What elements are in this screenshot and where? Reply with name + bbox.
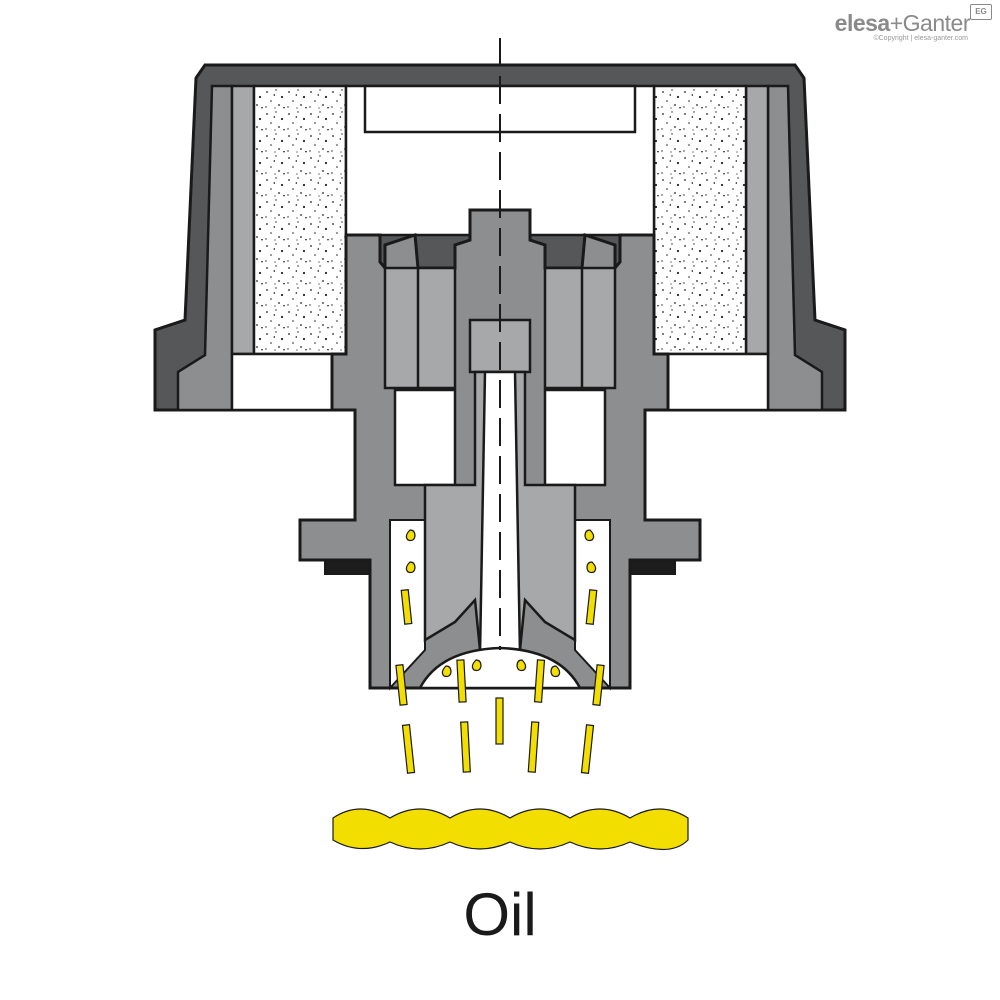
oil-drop-icon <box>550 665 561 678</box>
oil-drop-icon <box>441 665 452 678</box>
oil-surface-waves <box>332 808 689 851</box>
gaskets <box>324 559 676 575</box>
logo-copyright: ©Copyright | elesa-ganter.com <box>873 35 968 42</box>
elesa-ganter-logo: elesa+Ganter <box>834 10 971 37</box>
logo-brand-plus: + <box>889 10 903 36</box>
oil-drop-icon <box>471 659 482 672</box>
oil-drop-icon <box>405 529 416 542</box>
filter-media-right <box>652 84 748 356</box>
oil-label: Oil <box>463 881 537 948</box>
logo-brand-main: elesa <box>834 10 891 36</box>
oil-streaks <box>395 589 605 774</box>
logo-brand-second: Ganter <box>902 10 971 36</box>
inner-ribs <box>383 266 617 390</box>
oil-drop-icon <box>405 561 416 574</box>
oil-drop-icon <box>584 529 595 542</box>
filter-media-left <box>252 84 348 356</box>
oil-drop-icon <box>516 659 527 672</box>
cap-inner-wall <box>176 84 824 412</box>
oil-drop-icons <box>405 529 597 678</box>
logo-badge: EG <box>970 4 992 20</box>
oil-drop-icon <box>586 561 597 574</box>
